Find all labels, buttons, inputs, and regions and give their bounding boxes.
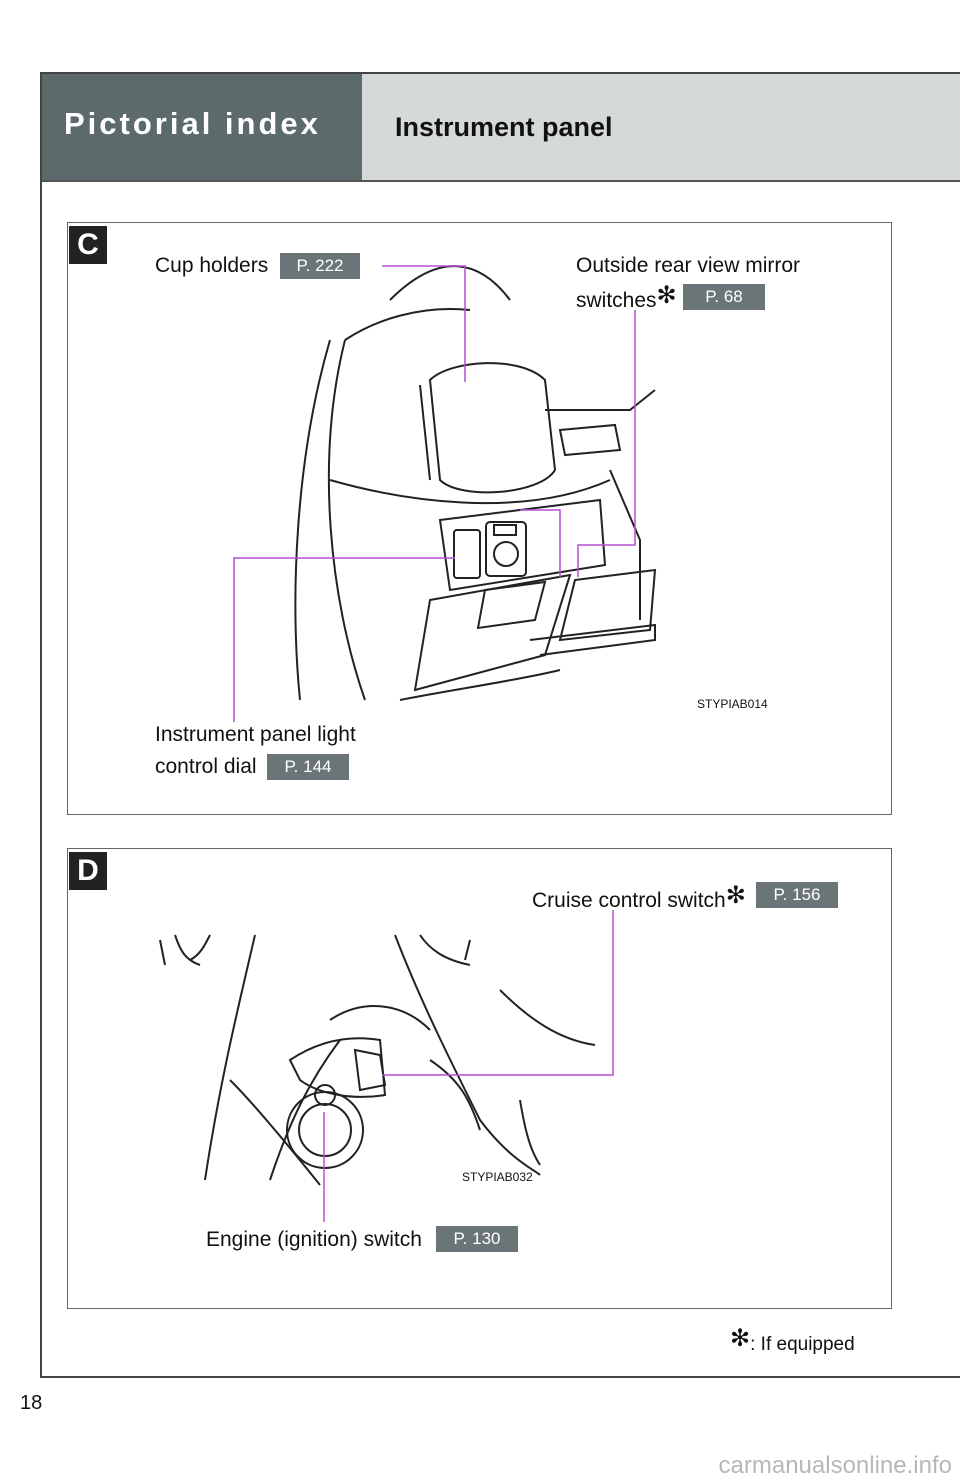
dial-page-ref[interactable]: P. 144 (267, 754, 349, 780)
illustration-code-d: STYPIAB032 (462, 1170, 533, 1184)
page-subtitle: Instrument panel (395, 112, 613, 142)
section-title: Pictorial index (64, 106, 321, 141)
engine-switch-label: Engine (ignition) switch (206, 1228, 422, 1251)
panel-c-letter: C (69, 226, 107, 264)
mirror-switch-label-text: switches (576, 289, 657, 312)
footnote-text: : If equipped (750, 1334, 855, 1355)
page-number: 18 (20, 1392, 43, 1414)
header-divider (42, 180, 960, 182)
cruise-control-label-text: Cruise control switch (532, 889, 726, 912)
mirror-switch-label-line2: switches✻ (576, 282, 677, 314)
cruise-control-page-ref[interactable]: P. 156 (756, 882, 838, 908)
illustration-code-c: STYPIAB014 (697, 697, 768, 711)
panel-d-letter: D (69, 852, 107, 890)
mirror-switch-label-line1: Outside rear view mirror (576, 254, 801, 277)
if-equipped-star-icon: ✻ (730, 1325, 751, 1352)
dial-label-line2: control dial (155, 755, 257, 778)
page-frame (40, 72, 960, 1378)
dial-label-line1: Instrument panel light (155, 723, 356, 746)
cup-holders-page-ref[interactable]: P. 222 (280, 253, 360, 279)
watermark: carmanualsonline.info (718, 1452, 952, 1479)
header-band (362, 74, 960, 180)
engine-switch-page-ref[interactable]: P. 130 (436, 1226, 518, 1252)
if-equipped-star-icon: ✻ (725, 882, 746, 909)
cup-holders-label: Cup holders (155, 254, 269, 277)
cruise-control-label: Cruise control switch✻ (532, 882, 746, 914)
header-tab (42, 74, 362, 180)
panel-c (67, 222, 892, 815)
mirror-switch-page-ref[interactable]: P. 68 (683, 284, 765, 310)
footnote: ✻: If equipped (730, 1325, 855, 1357)
if-equipped-star-icon: ✻ (656, 282, 677, 309)
